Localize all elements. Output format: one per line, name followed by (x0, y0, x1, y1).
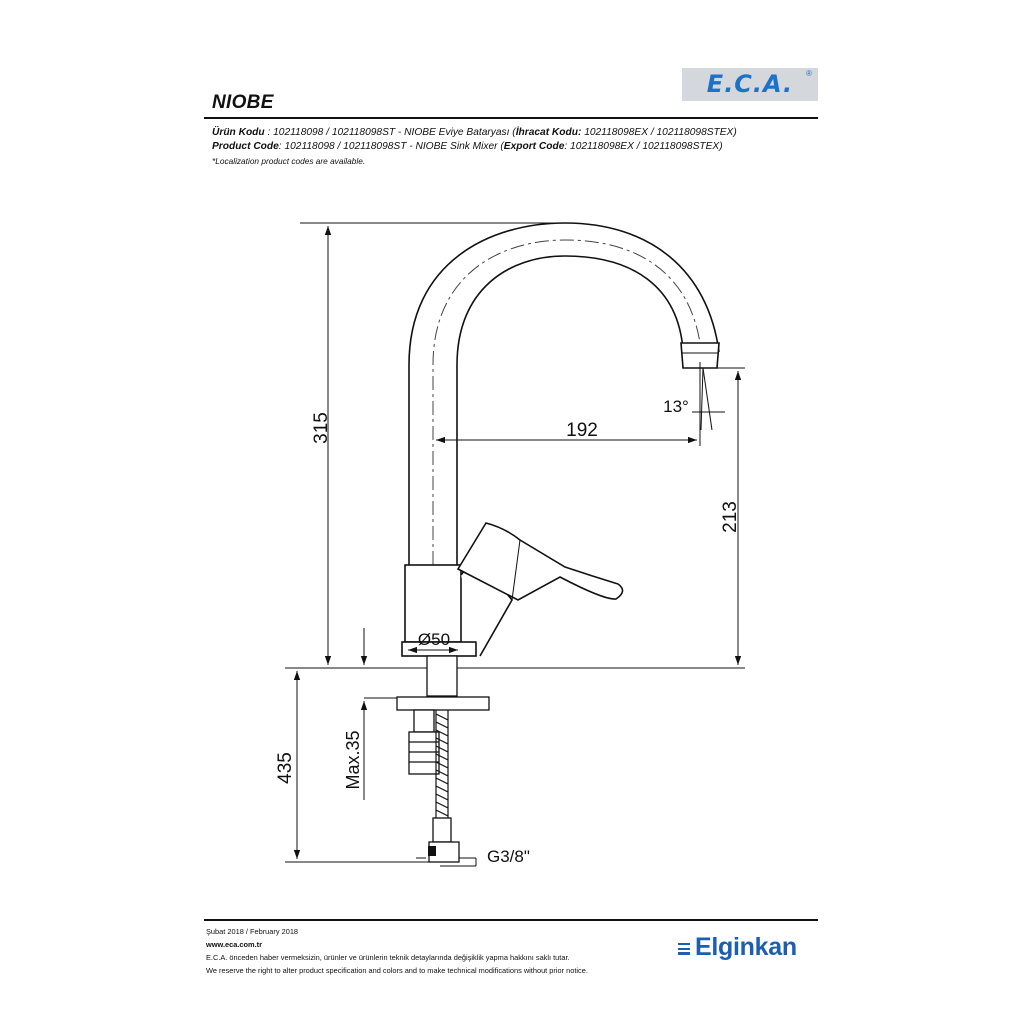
dimension-total-height (300, 222, 565, 665)
product-code-en-label: Product Code (212, 141, 279, 152)
export-code-tr-value: 102118098EX / 102118098STEX) (581, 127, 737, 138)
dimension-thread-label: G3/8" (487, 847, 530, 866)
footer-date: Şubat 2018 / February 2018 (206, 927, 299, 936)
dimension-angle-label: 13° (663, 397, 689, 416)
registered-mark: ® (806, 69, 812, 78)
footer-disclaimer-tr: E.C.A. önceden haber vermeksizin, ürünle… (206, 953, 570, 962)
export-code-tr-label: İhracat Kodu: (515, 127, 582, 138)
dimension-spout-height (703, 367, 745, 665)
dimension-thread (416, 857, 477, 867)
lever-handle (456, 522, 624, 601)
footer-divider (204, 919, 818, 921)
dimension-spout-height-label: 213 (720, 501, 741, 533)
export-code-en-label: Export Code (503, 141, 565, 152)
product-code-tr: Ürün Kodu : 102118098 / 102118098ST - NI… (212, 126, 737, 140)
eca-logo: E.C.A. (706, 70, 794, 98)
dimension-reach-label: 192 (566, 420, 598, 441)
spout (408, 222, 720, 565)
dimension-max-thickness-label: Max.35 (343, 730, 363, 789)
footer-text: Şubat 2018 / February 2018 www.eca.com.t… (206, 925, 588, 977)
dimension-max-thickness (360, 628, 397, 800)
product-code-tr-value: : 102118098 / 102118098ST - NIOBE Eviye … (264, 127, 516, 138)
flex-hose (435, 710, 449, 818)
elginkan-logo: Elginkan (695, 933, 797, 961)
localization-note: *Localization product codes are availabl… (212, 156, 366, 166)
product-title: NIOBE (212, 92, 274, 113)
dimension-below-deck (285, 667, 429, 863)
product-code-tr-label: Ürün Kodu (212, 127, 265, 138)
footer-website-link[interactable]: www.eca.com.tr (206, 940, 262, 949)
under-deck-assembly (396, 655, 490, 863)
dimension-reach (436, 362, 701, 446)
dimension-diameter-label: Ø50 (418, 630, 450, 649)
spout-centerline (432, 239, 702, 565)
header-divider (204, 117, 818, 119)
dimension-total-height-label: 315 (311, 412, 332, 444)
export-code-en-value: : 102118098EX / 102118098STEX) (564, 141, 723, 152)
product-code-en-value: : 102118098 / 102118098ST - NIOBE Sink M… (278, 141, 504, 152)
eca-logo-background (682, 68, 818, 101)
product-codes: Ürün Kodu : 102118098 / 102118098ST - NI… (212, 126, 737, 168)
footer-disclaimer-en: We reserve the right to alter product sp… (206, 966, 588, 975)
dimension-angle (692, 367, 725, 431)
elginkan-lines-icon (678, 943, 690, 955)
dimension-below-deck-label: 435 (275, 752, 296, 784)
product-code-en: Product Code: 102118098 / 102118098ST - … (212, 140, 737, 154)
